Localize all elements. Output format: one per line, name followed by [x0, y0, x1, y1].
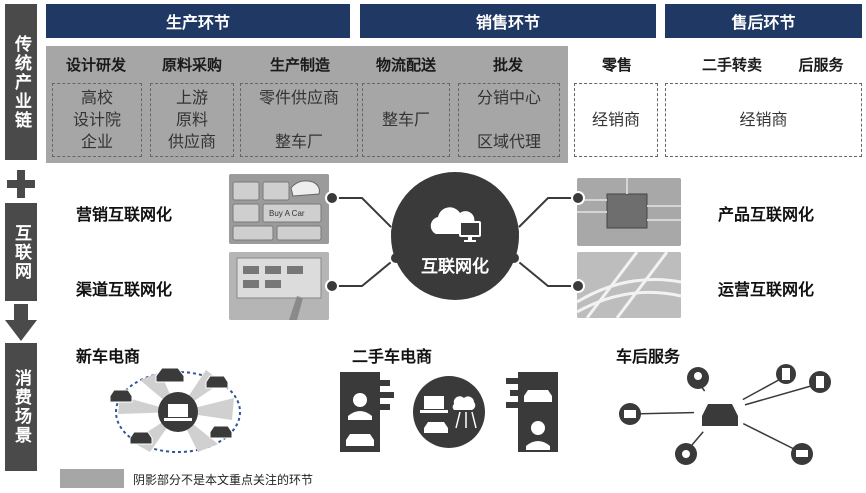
- col-title-retail: 零售: [574, 54, 660, 75]
- photo-circuit-chip: [577, 178, 681, 246]
- box-manufacture: 零件供应商 整车厂: [240, 83, 358, 157]
- plus-icon: [5, 168, 37, 200]
- stage-production: 生产环节: [46, 4, 350, 38]
- stage-after-sales: 售后环节: [665, 4, 862, 38]
- new-car-network-graphic: [110, 362, 246, 462]
- col-title-wholesale: 批发: [460, 54, 556, 75]
- photo-highway: [577, 252, 681, 318]
- box-design: 高校 设计院 企业: [52, 83, 142, 157]
- label-marketing-internet: 营销互联网化: [76, 201, 172, 225]
- box-after: 经销商: [665, 83, 862, 157]
- box-retail: 经销商: [574, 83, 658, 157]
- side-label-internet: 互联网: [5, 203, 37, 301]
- col-title-purchase: 原料采购: [146, 54, 238, 75]
- after-service-hub-graphic: [616, 360, 842, 468]
- box-wholesale: 分销中心 区域代理: [458, 83, 560, 157]
- side-label-traditional: 传统产业链: [5, 4, 37, 160]
- cloud-computer-icon: [426, 200, 486, 246]
- label-channel-internet: 渠道互联网化: [76, 276, 172, 300]
- label-used-car-ecommerce: 二手车电商: [352, 343, 432, 367]
- arrow-down-icon: [5, 304, 37, 342]
- photo-touch-screen: [229, 252, 329, 320]
- center-label: 互联网化: [391, 252, 519, 277]
- col-title-logistics: 物流配送: [360, 54, 452, 75]
- photo-caption: Buy A Car: [269, 209, 305, 218]
- stage-sales: 销售环节: [360, 4, 656, 38]
- col-title-design: 设计研发: [50, 54, 142, 75]
- legend-text: 阴影部分不是本文重点关注的环节: [133, 471, 313, 488]
- side-label-consumption: 消费场景: [5, 343, 37, 471]
- photo-keyboard-buy-car: Buy A Car: [229, 174, 329, 244]
- box-purchase: 上游 原料 供应商: [150, 83, 234, 157]
- box-logistics: 整车厂: [362, 83, 450, 157]
- col-title-manufacture: 生产制造: [244, 54, 356, 75]
- col-title-after-service: 后服务: [786, 54, 856, 75]
- used-car-graphic: [338, 370, 560, 454]
- label-product-internet: 产品互联网化: [718, 201, 814, 225]
- legend-swatch: [60, 469, 124, 488]
- label-operation-internet: 运营互联网化: [718, 276, 814, 300]
- col-title-used-resale: 二手转卖: [690, 54, 774, 75]
